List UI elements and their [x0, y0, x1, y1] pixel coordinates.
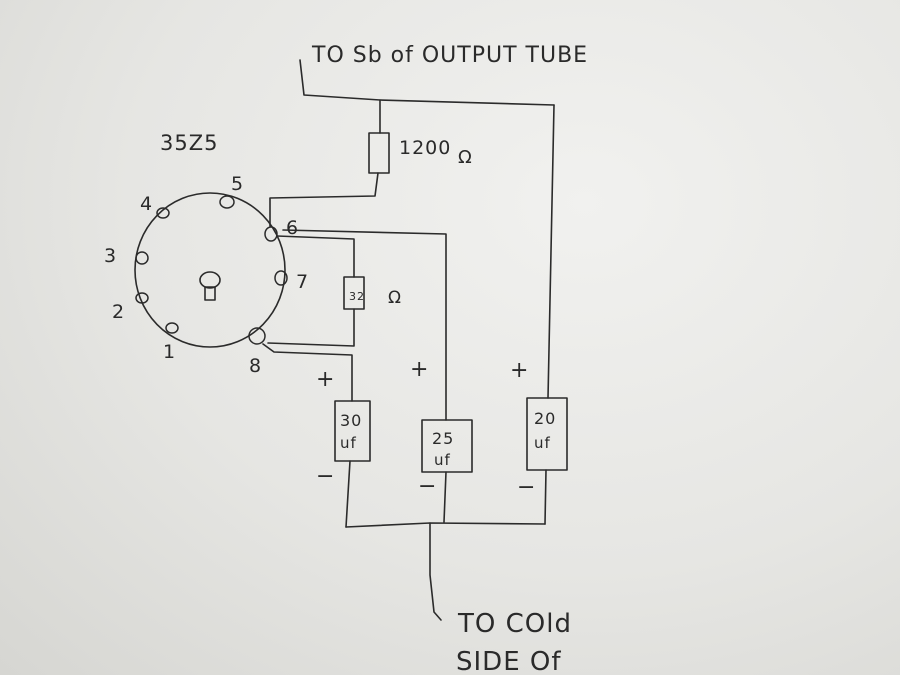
wire-right-rail: [547, 104, 555, 399]
resistor-small-label: 32: [349, 290, 365, 303]
tube-key: [199, 271, 221, 289]
pin-number-1: 1: [163, 341, 176, 363]
pin-number-3: 3: [104, 245, 117, 267]
capacitor-20-unit: uf: [534, 434, 551, 452]
capacitor-20-plus: +: [510, 358, 529, 383]
top-note: TO Sb of OUTPUT TUBE: [311, 43, 588, 68]
pin-number-5: 5: [231, 173, 244, 195]
pin-number-8: 8: [249, 355, 262, 377]
tube-pin-8: [248, 327, 266, 345]
tube-pin-4: [156, 207, 170, 219]
bottom-note-line1: TO COld: [457, 609, 572, 639]
capacitor-30-unit: uf: [340, 434, 357, 452]
capacitor-25-unit: uf: [434, 451, 451, 469]
tube-key-notch: [204, 286, 216, 301]
wire-pin6-to-cap25: [282, 229, 447, 421]
tube-pin-7: [274, 270, 288, 286]
capacitor-25-plus: +: [410, 357, 429, 382]
tube-pin-1: [165, 322, 179, 334]
resistor-1200: [368, 132, 390, 174]
wire-ground-drop: [429, 522, 442, 621]
capacitor-20uf: [526, 397, 568, 471]
capacitor-30uf: [334, 400, 371, 462]
wire-resistor-to-pin6: [269, 172, 379, 227]
wire-ground-bus: [345, 522, 546, 528]
wire-top-feed: [299, 59, 555, 106]
capacitor-20-minus: −: [517, 475, 536, 500]
capacitor-20-value: 20: [534, 409, 556, 428]
pin-number-2: 2: [112, 301, 125, 323]
pin-number-7: 7: [296, 271, 309, 293]
pin-number-4: 4: [140, 193, 153, 215]
tube-pin-2: [135, 292, 149, 304]
wire-small-resistor-to-pin8: [267, 308, 355, 347]
tube-pin-6: [264, 226, 278, 242]
bottom-note-line2: SIDE Of: [456, 647, 562, 675]
wire-cap25-ground: [443, 471, 447, 523]
capacitor-25uf: [421, 419, 473, 473]
wire-pin6-to-small-resistor: [276, 235, 355, 278]
capacitor-25-minus: −: [418, 474, 437, 499]
wire-cap20-ground: [544, 469, 547, 525]
capacitor-30-minus: −: [316, 464, 335, 489]
tube-base: [134, 192, 286, 348]
resistor-1200-label: 1200: [399, 137, 451, 159]
tube-pin-5: [219, 195, 235, 209]
wire-cap30-ground: [345, 460, 351, 528]
resistor-1200-unit: Ω: [458, 147, 473, 168]
pin-number-6: 6: [286, 217, 299, 239]
capacitor-30-value: 30: [340, 411, 362, 430]
capacitor-30-plus: +: [316, 367, 335, 392]
wire-pin8-to-cap30: [262, 343, 353, 402]
resistor-small-unit: Ω: [388, 288, 402, 308]
capacitor-25-value: 25: [432, 429, 454, 448]
tube-type-label: 35Z5: [160, 131, 218, 155]
tube-pin-3: [135, 251, 149, 265]
